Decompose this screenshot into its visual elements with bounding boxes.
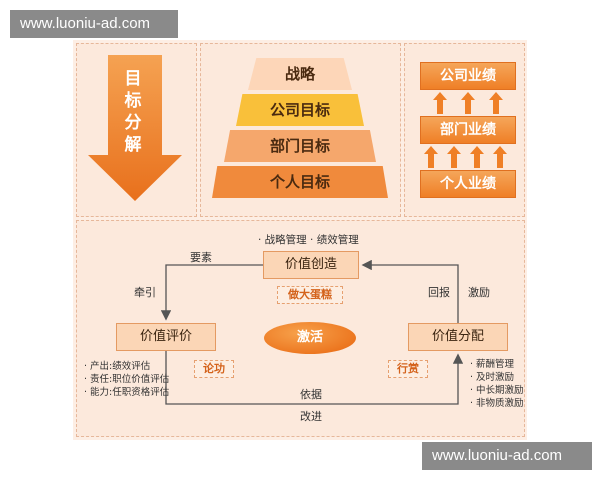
up-arrows-icon xyxy=(424,146,507,168)
pyramid-tier-individual-goal: 个人目标 xyxy=(212,166,388,198)
list-item: · 薪酬管理 xyxy=(470,359,515,370)
edge-label-basis: 依据 xyxy=(300,388,322,401)
list-item: · 中长期激励 xyxy=(470,385,524,396)
list-item: · 及时激励 xyxy=(470,372,515,383)
individual-performance-box: 个人业绩 xyxy=(420,170,516,198)
edge-label-traction: 牵引 xyxy=(134,286,156,299)
value-creation-node: 价值创造 xyxy=(263,251,359,279)
department-performance-box: 部门业绩 xyxy=(420,116,516,144)
decomposition-char: 标 xyxy=(124,91,142,111)
up-arrows-icon xyxy=(433,92,503,114)
reward-tag: 行赏 xyxy=(388,360,428,378)
edge-label-improve: 改进 xyxy=(300,410,322,423)
edge-label-return: 回报 xyxy=(428,286,450,299)
down-arrow-icon xyxy=(88,55,182,201)
grow-cake-tag: 做大蛋糕 xyxy=(277,286,343,304)
watermark-top: www.luoniu-ad.com xyxy=(10,10,178,38)
decomposition-char: 解 xyxy=(124,135,142,155)
watermark-bottom: www.luoniu-ad.com xyxy=(422,442,592,470)
list-item: · 能力:任职资格评估 xyxy=(84,387,170,398)
list-item: · 产出:绩效评估 xyxy=(84,361,151,372)
company-performance-box: 公司业绩 xyxy=(420,62,516,90)
decomposition-char: 分 xyxy=(124,113,142,133)
value-distribution-node: 价值分配 xyxy=(408,323,508,351)
pyramid-tier-company-goal: 公司目标 xyxy=(236,94,364,126)
pyramid-tier-strategy: 战略 xyxy=(248,58,352,90)
decomposition-char: 目 xyxy=(124,69,142,89)
list-item: · 责任:职位价值评估 xyxy=(84,374,170,385)
pyramid-tier-department-goal: 部门目标 xyxy=(224,130,376,162)
activate-ellipse: 激活 xyxy=(264,322,356,354)
list-item: · 非物质激励 xyxy=(470,398,524,409)
cycle-top-note: · 战略管理 · 绩效管理 xyxy=(258,234,359,246)
edge-label-elements: 要素 xyxy=(190,251,212,264)
decomposition-label: 目 标 分 解 xyxy=(118,68,148,156)
merit-tag: 论功 xyxy=(194,360,234,378)
value-evaluation-node: 价值评价 xyxy=(116,323,216,351)
edge-label-incentive: 激励 xyxy=(468,286,490,299)
distribution-list: · 薪酬管理 · 及时激励 · 中长期激励 · 非物质激励 xyxy=(470,358,524,410)
evaluation-list: · 产出:绩效评估 · 责任:职位价值评估 · 能力:任职资格评估 xyxy=(84,360,169,399)
